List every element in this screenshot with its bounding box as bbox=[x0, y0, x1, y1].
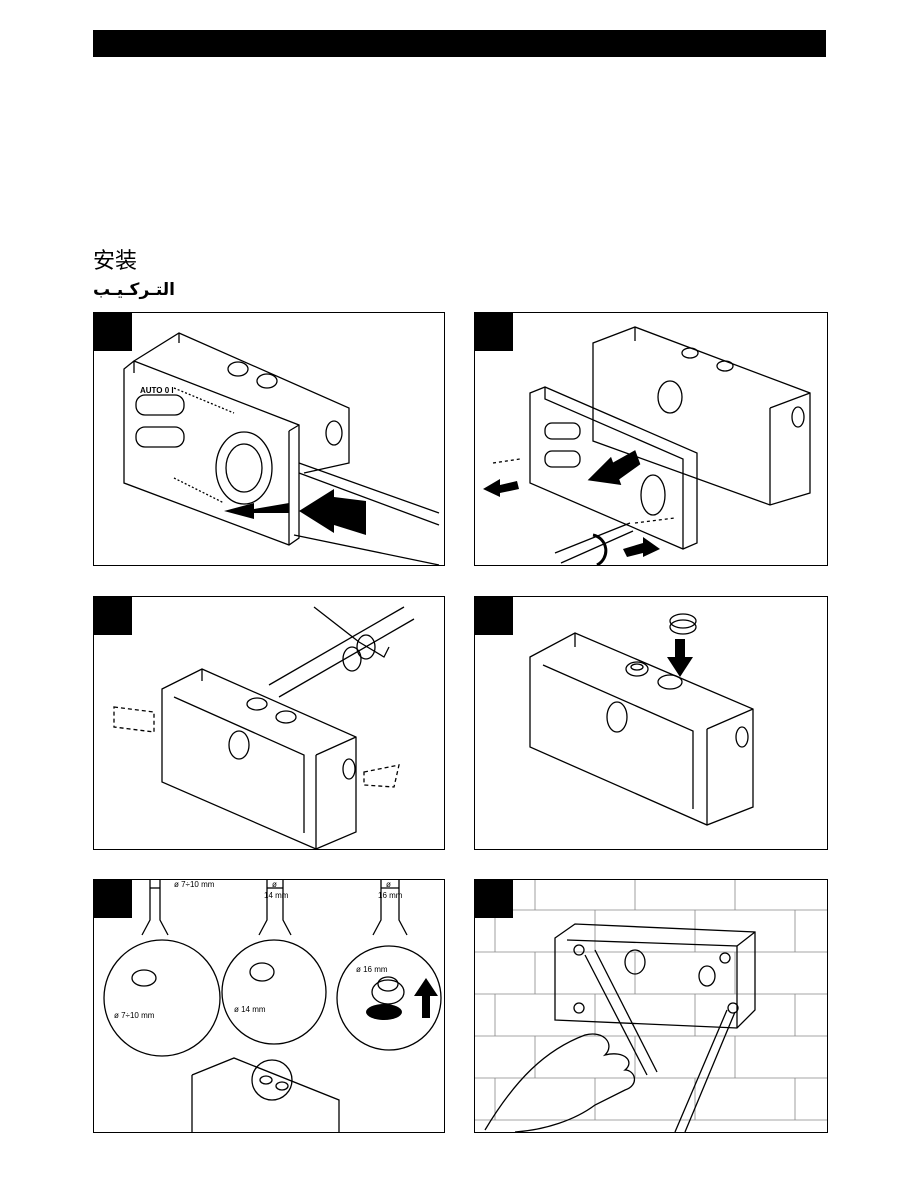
heading-chinese: 安装 bbox=[93, 249, 138, 274]
mode-label: AUTO 0 I bbox=[140, 386, 174, 395]
grommet-insert-illustration bbox=[529, 613, 754, 826]
step-panel-5: ø 7÷10 mm ø 14 mm ø 16 mm ø 7÷10 mm ø 14… bbox=[93, 879, 445, 1133]
cover-removal-illustration: AUTO 0 I bbox=[123, 332, 440, 565]
cable1-diameter: ø 7÷10 mm bbox=[174, 880, 215, 889]
cable3-diameter-symbol: ø bbox=[386, 880, 391, 889]
push-up-arrow-icon bbox=[414, 978, 438, 1018]
step-panel-4 bbox=[474, 596, 828, 850]
heading-arabic: التـركـيـب bbox=[93, 280, 175, 300]
cable-grommet-sizes-illustration: ø 7÷10 mm ø 14 mm ø 16 mm ø 7÷10 mm ø 14… bbox=[103, 880, 442, 1132]
cable2-diameter-symbol: ø bbox=[272, 880, 277, 889]
mechanism-removal-illustration bbox=[483, 326, 811, 565]
step-number-box bbox=[475, 313, 513, 351]
step-panel-6 bbox=[474, 879, 828, 1133]
insert-arrow-icon bbox=[667, 639, 693, 677]
step-number-box bbox=[94, 597, 132, 635]
push-arrow-icon bbox=[299, 489, 366, 535]
cable3-diameter: 16 mm bbox=[378, 891, 403, 900]
step-number-box bbox=[94, 313, 132, 351]
step-number-box bbox=[475, 597, 513, 635]
grommet3-label: ø 16 mm bbox=[356, 965, 388, 974]
rotate-arrow-icon bbox=[592, 533, 608, 565]
step-panel-2 bbox=[474, 312, 828, 566]
grommet1-label: ø 7÷10 mm bbox=[114, 1011, 155, 1020]
step-panel-3 bbox=[93, 596, 445, 850]
pull-arrow-icon bbox=[224, 503, 289, 519]
wall-mounting-illustration bbox=[475, 880, 827, 1132]
slide-arrow-icon bbox=[587, 450, 641, 486]
screw-arrow-left-icon bbox=[483, 479, 519, 497]
step-number-box bbox=[475, 880, 513, 918]
header-bar bbox=[93, 30, 826, 57]
screw-arrow-right-icon bbox=[623, 537, 660, 557]
grommet2-label: ø 14 mm bbox=[234, 1005, 266, 1014]
knockout-cutting-illustration bbox=[113, 606, 415, 849]
cable2-diameter: 14 mm bbox=[264, 891, 289, 900]
step-number-box bbox=[94, 880, 132, 918]
step-panel-1: AUTO 0 I bbox=[93, 312, 445, 566]
